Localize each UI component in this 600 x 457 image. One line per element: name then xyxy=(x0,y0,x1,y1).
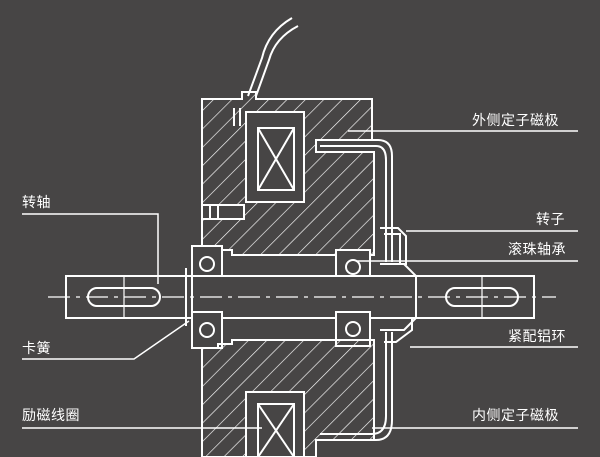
lead-wire xyxy=(247,17,293,97)
label-shaft: 转轴 xyxy=(22,195,51,211)
label-fastening-ring: 紧配铝环 xyxy=(508,329,566,345)
label-outer-pole: 外侧定子磁极 xyxy=(472,113,559,129)
label-rotor: 转子 xyxy=(536,212,565,228)
fastening-ring xyxy=(380,263,417,331)
rotor-shell xyxy=(316,139,393,262)
label-circlip: 卡簧 xyxy=(22,341,51,357)
label-inner-pole: 内侧定子磁极 xyxy=(472,408,559,424)
label-ball-bearing: 滚珠轴承 xyxy=(508,242,566,258)
leader-shaft xyxy=(22,213,159,284)
leader-circlip xyxy=(22,320,190,360)
bearing-left-lower xyxy=(191,311,223,349)
set-screw xyxy=(201,204,245,220)
label-excitation-coil: 励磁线圈 xyxy=(22,408,80,424)
lead-wire-inner xyxy=(255,25,299,97)
